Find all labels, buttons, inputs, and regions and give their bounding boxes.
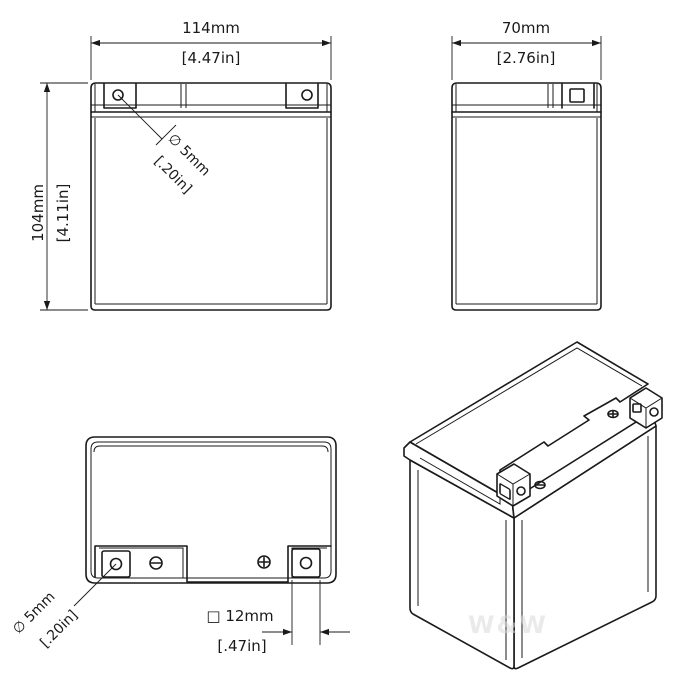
width-imperial-label: [4.47in]	[182, 49, 241, 67]
mount-hole-icon	[112, 89, 124, 101]
width-dimension: 114mm [4.47in]	[179, 19, 243, 67]
plus-marking-icon	[257, 555, 271, 569]
minus-marking-icon	[149, 556, 163, 570]
terminal-imperial-label: [.47in]	[217, 637, 266, 655]
positive-terminal-icon	[291, 548, 321, 578]
terminal-dimension: □ 12mm [.47in]	[206, 607, 273, 655]
terminal-metric-label: □ 12mm	[206, 607, 273, 625]
top-view	[73, 436, 350, 645]
depth-metric-label: 70mm	[502, 19, 550, 37]
width-metric-label: 114mm	[182, 19, 240, 37]
iso-positive-hole-icon	[649, 407, 659, 417]
height-imperial-label: [4.11in]	[54, 184, 72, 243]
isometric-view	[403, 341, 663, 670]
watermark-text: W&W	[468, 611, 548, 639]
iso-negative-hole-icon	[516, 486, 526, 496]
mount-hole-icon	[301, 89, 313, 101]
depth-imperial-label: [2.76in]	[497, 49, 556, 67]
negative-terminal-icon	[101, 550, 131, 578]
height-dimension: 104mm	[29, 184, 47, 242]
side-view	[451, 36, 602, 311]
depth-dimension: 70mm [2.76in]	[494, 19, 558, 67]
front-view	[40, 36, 332, 311]
height-dimension-imperial: [4.11in]	[54, 184, 72, 243]
height-metric-label: 104mm	[29, 184, 47, 242]
